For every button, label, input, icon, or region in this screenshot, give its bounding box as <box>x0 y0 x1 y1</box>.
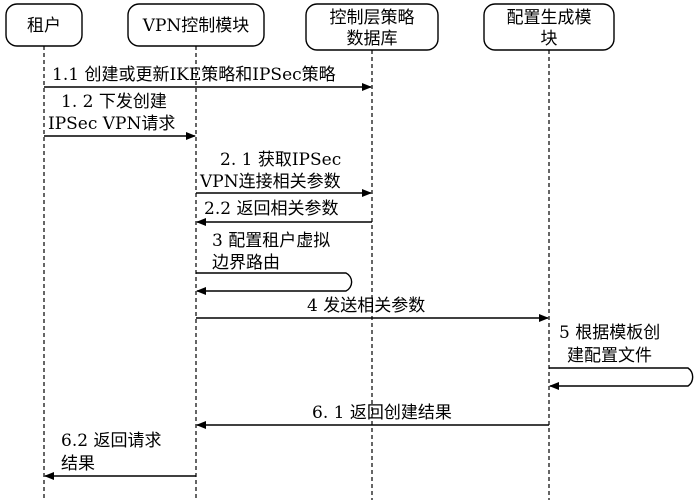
actor-policy-db-label-line1: 控制层策略 <box>330 8 415 28</box>
message-3-arrow <box>196 272 353 295</box>
message-2-1-label-line1: 2. 1 获取IPSec <box>220 150 341 170</box>
actor-config-gen-label-line2: 块 <box>541 29 558 49</box>
actor-tenant-label: 租户 <box>27 16 61 36</box>
message-6-2-label-line1: 6.2 返回请求 <box>61 431 161 451</box>
actor-tenant: 租户 <box>5 3 83 47</box>
message-5-arrow <box>549 367 694 390</box>
message-2-1-label-line2: VPN连接相关参数 <box>199 172 341 192</box>
actor-vpn-control-label: VPN控制模块 <box>142 16 250 36</box>
message-1-1-label: 1.1 创建或更新IKE策略和IPSec策略 <box>52 65 336 85</box>
actor-vpn-control: VPN控制模块 <box>127 3 265 47</box>
message-6-2-label-line2: 结果 <box>61 454 95 474</box>
message-6-1-label: 6. 1 返回创建结果 <box>312 403 452 423</box>
actor-policy-db: 控制层策略 数据库 <box>305 3 439 51</box>
actor-config-gen: 配置生成模 块 <box>483 3 615 51</box>
message-2-2-label: 2.2 返回相关参数 <box>204 199 338 219</box>
actor-policy-db-label-line2: 数据库 <box>347 29 398 49</box>
message-4-label: 4 发送相关参数 <box>307 296 425 316</box>
message-5-label-line2: 建配置文件 <box>567 346 652 366</box>
actor-config-gen-label-line1: 配置生成模 <box>507 8 592 28</box>
message-3-label-line1: 3 配置租户虚拟 <box>212 231 330 251</box>
message-1-2-label-line2: IPSec VPN请求 <box>48 114 175 134</box>
message-1-2-label-line1: 1. 2 下发创建 <box>61 92 167 112</box>
message-5-label-line1: 5 根据模板创 <box>559 323 660 343</box>
message-3-label-line2: 边界路由 <box>212 253 280 273</box>
